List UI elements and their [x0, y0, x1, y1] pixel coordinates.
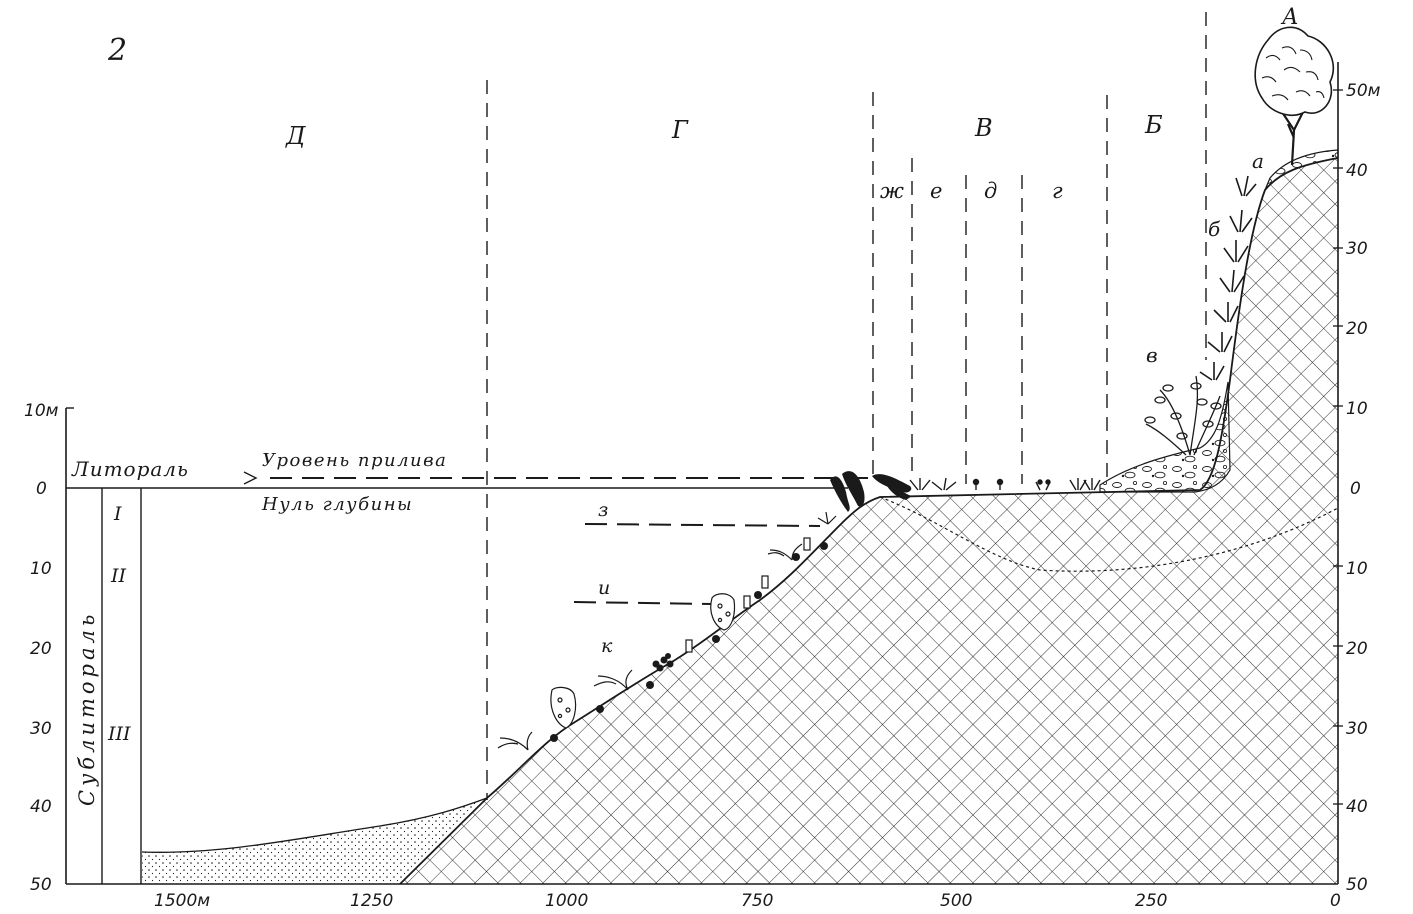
right-tick-20-depth: 20	[1346, 639, 1368, 659]
subzone-label-e: е	[930, 179, 942, 203]
subzone-label-b: б	[1208, 217, 1221, 241]
right-tick-30-depth: 30	[1346, 719, 1368, 739]
left-tick-50: 50	[30, 875, 52, 895]
roman-I: I	[113, 503, 122, 525]
right-tick-10: 10	[1346, 399, 1368, 419]
zone-label-a: А	[1280, 5, 1299, 30]
right-tick-50-depth: 50	[1346, 875, 1368, 895]
zone-label-g: Г	[671, 116, 689, 144]
right-tick-0: 0	[1350, 479, 1361, 499]
bottom-tick-1500m: 1500м	[154, 891, 210, 911]
zone-label-d: Д	[285, 122, 306, 150]
subzone-label-d: д	[984, 179, 997, 203]
subzone-label-a: а	[1252, 149, 1264, 173]
zone-label-b: Б	[1144, 111, 1163, 139]
sponge-icon	[550, 537, 811, 729]
grass-tuft-icon	[1199, 175, 1257, 381]
depth-zero-label: Нуль глубины	[261, 494, 413, 515]
litoral-label: Литораль	[71, 457, 189, 481]
right-tick-40-depth: 40	[1346, 797, 1368, 817]
bottom-tick-1250: 1250	[350, 891, 393, 911]
sediment-surface-line	[141, 797, 488, 853]
right-tick-20: 20	[1346, 319, 1368, 339]
basin-sediment	[142, 798, 487, 884]
bottom-tick-1000: 1000	[545, 891, 588, 911]
deciduous-tree-icon	[1254, 26, 1335, 166]
bedrock-massif	[400, 158, 1338, 884]
level-label-k: к	[601, 635, 613, 657]
cliff-top-soil	[1264, 149, 1339, 191]
roman-II: II	[110, 565, 127, 587]
kelp-icon	[830, 471, 912, 512]
tide-arrow-icon	[243, 471, 258, 485]
level-line-i	[573, 601, 713, 605]
right-tick-30: 30	[1346, 239, 1368, 259]
seaweed-icon	[497, 511, 837, 751]
subzone-label-zh: ж	[880, 179, 904, 203]
subzone-label-g: г	[1052, 179, 1063, 203]
tide-level-label: Уровень прилива	[262, 450, 447, 471]
bottom-tick-0: 0	[1330, 891, 1341, 911]
left-tick-10m: 10м	[24, 401, 59, 421]
bottom-tick-250: 250	[1135, 891, 1167, 911]
terrace-grass-icons	[909, 477, 1101, 491]
sublitoral-label: Сублитораль	[75, 611, 99, 806]
left-tick-30: 30	[30, 719, 52, 739]
bottom-tick-500: 500	[940, 891, 972, 911]
left-tick-20: 20	[30, 639, 52, 659]
roman-III: III	[107, 723, 131, 745]
shrub-icon	[1144, 375, 1222, 456]
right-tick-10-depth: 10	[1346, 559, 1368, 579]
level-label-z: з	[598, 499, 608, 521]
shelf-underside-line	[879, 496, 1339, 572]
left-tick-10: 10	[30, 559, 52, 579]
bottom-tick-750: 750	[741, 891, 773, 911]
left-tick-0: 0	[36, 479, 47, 499]
left-tick-40: 40	[30, 797, 52, 817]
level-line-z	[584, 523, 821, 527]
right-tick-50m: 50м	[1346, 81, 1381, 101]
level-label-i: и	[598, 577, 610, 599]
panel-number: 2	[107, 33, 127, 68]
zone-label-v: В	[974, 114, 993, 142]
mussel-cluster-icon	[550, 542, 828, 742]
gravel-beach	[1099, 381, 1231, 493]
subzone-label-v: в	[1146, 343, 1158, 367]
right-tick-40: 40	[1346, 161, 1368, 181]
